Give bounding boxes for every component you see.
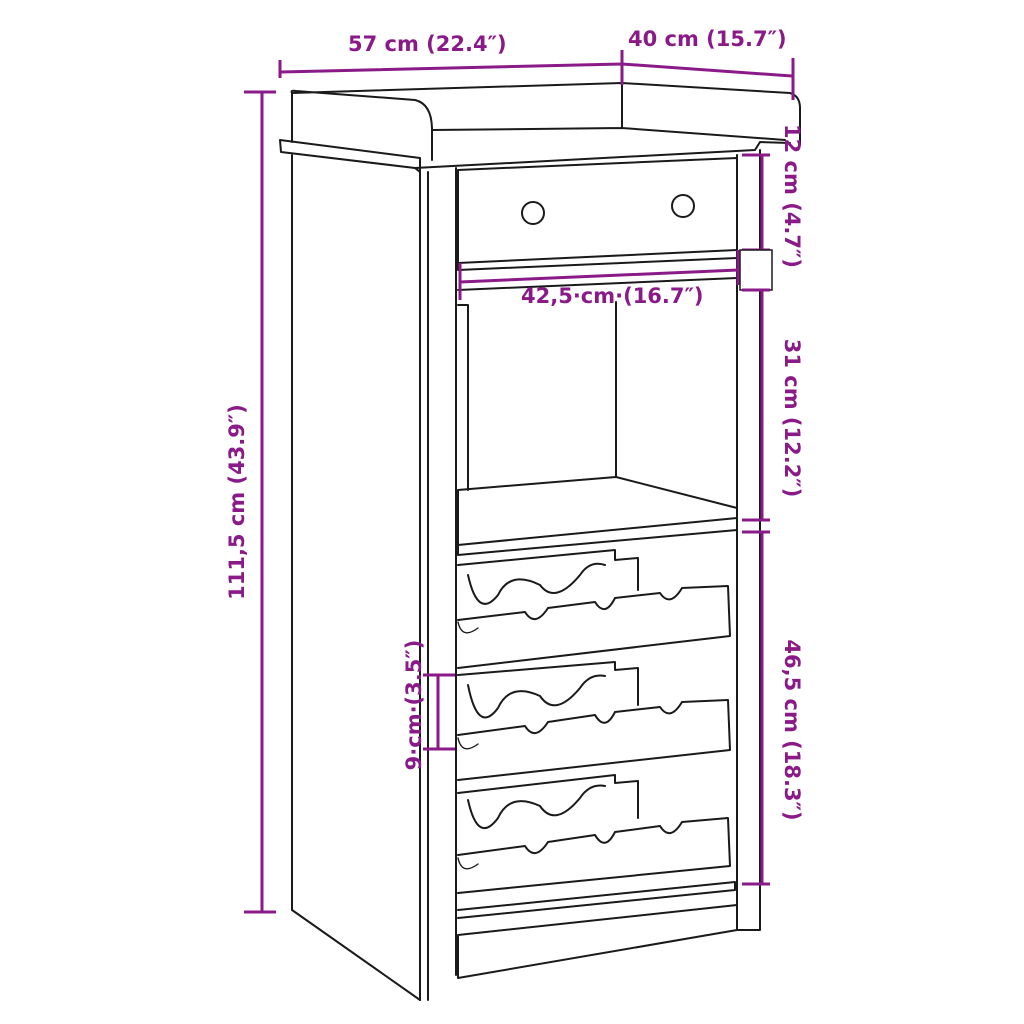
drawer-knob-right-icon (671, 194, 695, 218)
rack-spacing-label: 9·cm·(3.5″) (402, 640, 426, 771)
depth-label: 40 cm (15.7″) (628, 27, 787, 51)
width-label: 57 cm (22.4″) (348, 32, 507, 56)
cabinet-outline (279, 82, 801, 1001)
total-height-label: 111,5 cm (43.9″) (225, 404, 249, 600)
drawer-knob-left-icon (521, 201, 545, 225)
wine-rack-row-1 (457, 549, 731, 669)
rack-section-height-label: 46,5 cm (18.3″) (780, 639, 804, 820)
inner-width-label: 42,5·cm·(16.7″) (521, 284, 704, 308)
shelf-height-label: 31 cm (12.2″) (780, 339, 804, 498)
dimension-lines (244, 50, 795, 914)
wine-rack-row-3 (457, 774, 731, 894)
drawer-height-label: 12 cm (4.7″) (780, 124, 804, 268)
wine-rack-row-2 (457, 661, 731, 781)
